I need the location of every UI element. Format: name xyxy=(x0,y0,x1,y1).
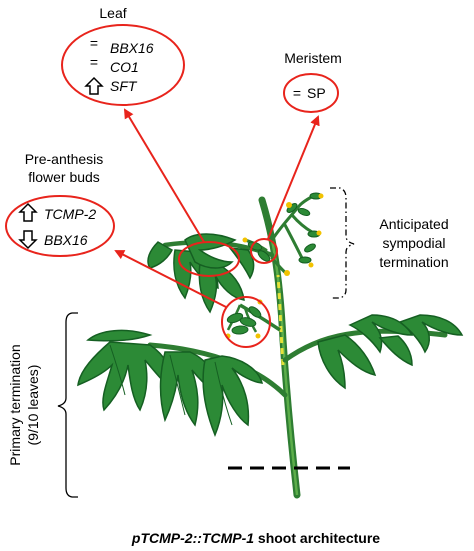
flower-buds-title-line2: flower buds xyxy=(28,169,100,185)
primary-termination-line1: Primary termination xyxy=(7,344,23,465)
anticipated-line2: sympodial xyxy=(382,235,445,251)
meristem-gene-1-name: SP xyxy=(307,85,326,101)
leaf-arrow xyxy=(123,108,205,243)
flower-buds-arrow xyxy=(114,250,227,308)
leaf-gene-2-symbol: = xyxy=(90,54,98,70)
up-arrow-icon xyxy=(18,202,38,222)
leaf-gene-1-symbol: = xyxy=(90,35,98,51)
leaf-highlight-circle xyxy=(178,241,240,277)
stem-yellow-dash xyxy=(276,274,285,366)
flower-buds-top xyxy=(242,192,324,276)
primary-termination-bracket xyxy=(57,312,78,498)
meristem-highlight-circle xyxy=(250,238,278,264)
leaf-cluster-right xyxy=(317,314,464,390)
up-arrow-icon xyxy=(84,76,104,95)
leaf-gene-3-name: SFT xyxy=(110,78,138,94)
meristem-title: Meristem xyxy=(284,50,342,66)
leaf-gene-2-name: CO1 xyxy=(110,59,139,75)
primary-termination-line2: (9/10 leaves) xyxy=(25,365,41,446)
flower-buds-mid xyxy=(225,299,263,339)
anticipated-termination-bracket xyxy=(330,187,355,299)
caption-text: shoot architecture xyxy=(254,530,380,546)
leaf-title: Leaf xyxy=(99,5,126,21)
leaf-gene-list: = BBX16 = CO1 SFT xyxy=(84,35,154,95)
meristem-gene-1-symbol: = xyxy=(293,85,301,101)
meristem-arrow xyxy=(267,115,320,240)
figure-caption: pTCMP-2::TCMP-1 shoot architecture xyxy=(131,530,380,546)
anticipated-line3: termination xyxy=(379,254,448,270)
leaf-cluster-lower-left xyxy=(77,329,264,437)
flower-gene-1-name: TCMP-2 xyxy=(44,206,96,222)
down-arrow-icon xyxy=(18,230,38,250)
flower-buds-title-line1: Pre-anthesis xyxy=(25,151,104,167)
flower-gene-2-name: BBX16 xyxy=(44,232,88,248)
meristem-callout-oval xyxy=(283,73,339,113)
leaf-gene-1-name: BBX16 xyxy=(110,40,154,56)
flower-buds-highlight-circle xyxy=(221,296,271,348)
anticipated-line1: Anticipated xyxy=(379,216,448,232)
caption-construct: pTCMP-2::TCMP-1 xyxy=(131,530,254,546)
